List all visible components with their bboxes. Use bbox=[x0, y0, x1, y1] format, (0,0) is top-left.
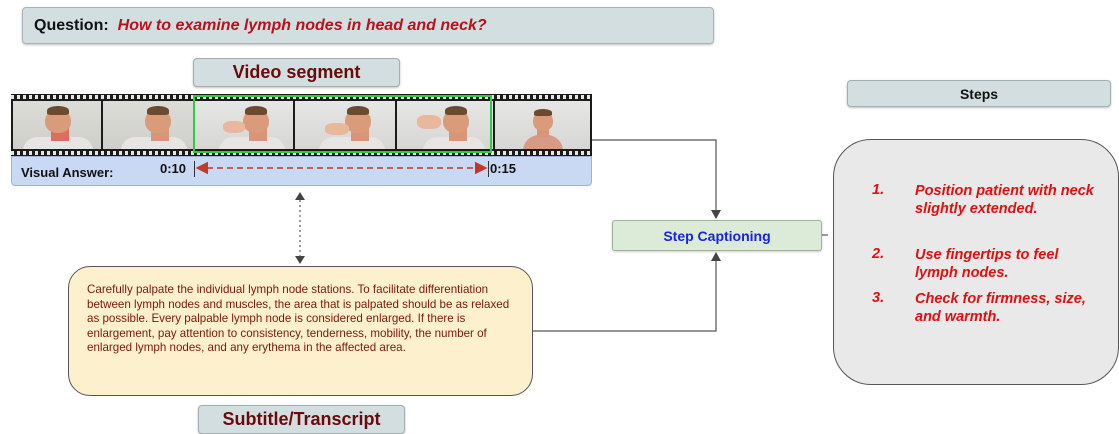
start-tick bbox=[194, 161, 195, 177]
video-frame-1 bbox=[13, 101, 101, 149]
transcript-to-captioning-arrowhead bbox=[711, 252, 721, 261]
steps-header: Steps bbox=[847, 80, 1111, 107]
step-text-1: Position patient with neck slightly exte… bbox=[915, 183, 1094, 217]
step-text-3: Check for firmness, size, and warmth. bbox=[915, 291, 1086, 325]
transcript-box: Carefully palpate the individual lymph n… bbox=[68, 266, 533, 396]
film-perforation-bottom bbox=[11, 151, 592, 155]
video-segment-label: Video segment bbox=[193, 58, 400, 87]
step-captioning-box: Step Captioning bbox=[612, 220, 822, 251]
dotted-link-arrow-down bbox=[295, 256, 305, 264]
transcript-to-captioning-line bbox=[533, 260, 717, 332]
subtitle-transcript-label: Subtitle/Transcript bbox=[198, 405, 405, 434]
step-number-1: 1. bbox=[872, 182, 885, 198]
end-timestamp: 0:15 bbox=[490, 161, 517, 176]
step-text-2: Use fingertips to feel lymph nodes. bbox=[915, 247, 1059, 281]
video-to-captioning-line bbox=[592, 139, 717, 211]
video-film-strip bbox=[11, 94, 592, 156]
video-to-captioning-arrowhead bbox=[711, 210, 721, 219]
steps-box: 1. Position patient with neck slightly e… bbox=[833, 139, 1119, 385]
video-frame-6 bbox=[495, 101, 590, 149]
video-frame-4 bbox=[295, 101, 395, 149]
step-number-3: 3. bbox=[872, 290, 885, 306]
dotted-link-arrow-up bbox=[295, 192, 305, 200]
film-perforation-top bbox=[11, 95, 592, 99]
visual-answer-label: Visual Answer: bbox=[21, 165, 114, 180]
start-timestamp: 0:10 bbox=[160, 161, 187, 176]
answer-segment-highlight bbox=[193, 95, 492, 153]
question-bar: Question: How to examine lymph nodes in … bbox=[22, 7, 714, 44]
video-frame-5 bbox=[397, 101, 493, 149]
end-tick bbox=[488, 161, 489, 177]
video-frame-3 bbox=[195, 101, 293, 149]
transcript-text: Carefully palpate the individual lymph n… bbox=[87, 283, 510, 355]
step-number-2: 2. bbox=[872, 246, 885, 262]
video-frame-2 bbox=[103, 101, 193, 149]
question-text: How to examine lymph nodes in head and n… bbox=[117, 16, 487, 34]
question-label: Question: bbox=[34, 16, 109, 34]
visual-answer-bar: Visual Answer: 0:10 0:15 bbox=[11, 156, 592, 186]
